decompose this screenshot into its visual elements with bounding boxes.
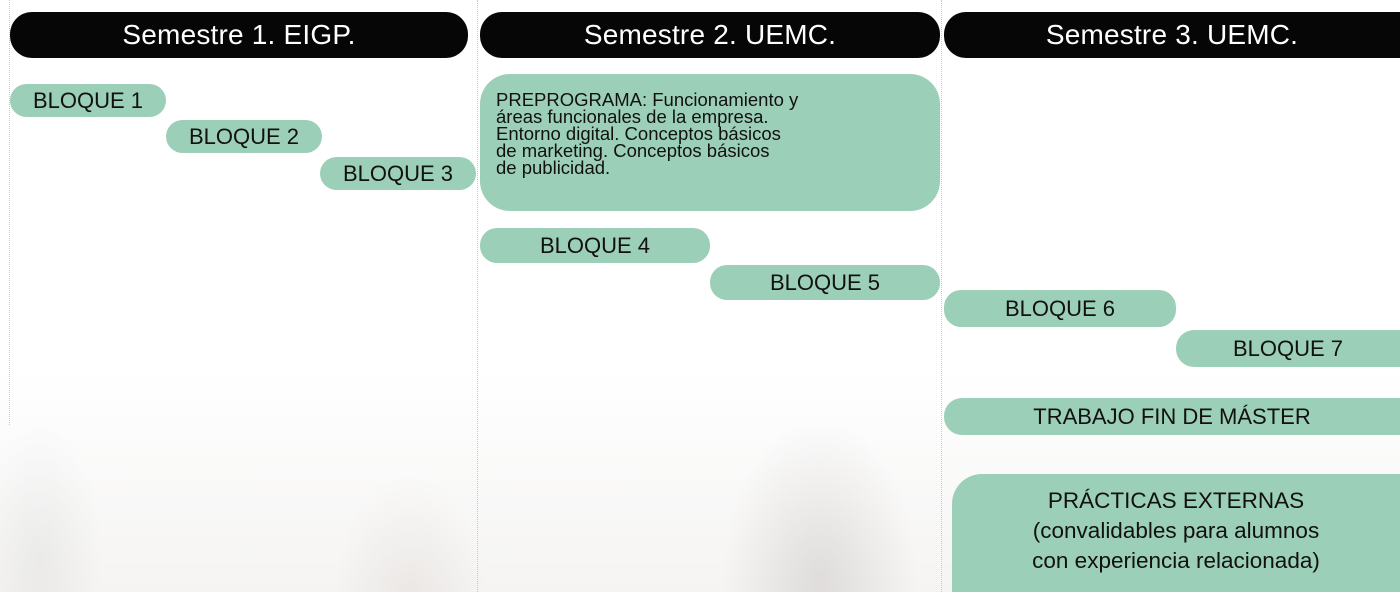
- practicas-line-1: PRÁCTICAS EXTERNAS: [1047, 488, 1305, 513]
- practicas-line-2: (convalidables para alumnos: [1032, 518, 1320, 543]
- preprograma-line-2: áreas funcionales de la empresa.: [496, 106, 769, 127]
- column-divider-left: [9, 0, 10, 425]
- preprograma-line-5: de publicidad.: [496, 157, 611, 178]
- semester-2-header: Semestre 2. UEMC.: [480, 12, 940, 58]
- block-6: BLOQUE 6: [944, 290, 1176, 327]
- semester-3-header: Semestre 3. UEMC.: [944, 12, 1400, 58]
- preprograma-line-3: Entorno digital. Conceptos básicos: [496, 123, 781, 144]
- practicas-externas-box: PRÁCTICAS EXTERNAS (convalidables para a…: [952, 474, 1400, 592]
- block-5: BLOQUE 5: [710, 265, 940, 300]
- block-4: BLOQUE 4: [480, 228, 710, 263]
- preprograma-line-4: de marketing. Conceptos básicos: [496, 140, 770, 161]
- column-divider-1: [477, 0, 478, 592]
- trabajo-fin-de-master: TRABAJO FIN DE MÁSTER: [944, 398, 1400, 435]
- practicas-line-3: con experiencia relacionada): [1032, 548, 1320, 573]
- block-3: BLOQUE 3: [320, 157, 476, 190]
- semester-1-header: Semestre 1. EIGP.: [10, 12, 468, 58]
- preprograma-box: PREPROGRAMA: Funcionamiento y áreas func…: [480, 74, 940, 211]
- block-2: BLOQUE 2: [166, 120, 322, 153]
- preprograma-line-1: PREPROGRAMA: Funcionamiento y: [496, 89, 799, 110]
- column-divider-2: [941, 0, 942, 592]
- block-7: BLOQUE 7: [1176, 330, 1400, 367]
- block-1: BLOQUE 1: [10, 84, 166, 117]
